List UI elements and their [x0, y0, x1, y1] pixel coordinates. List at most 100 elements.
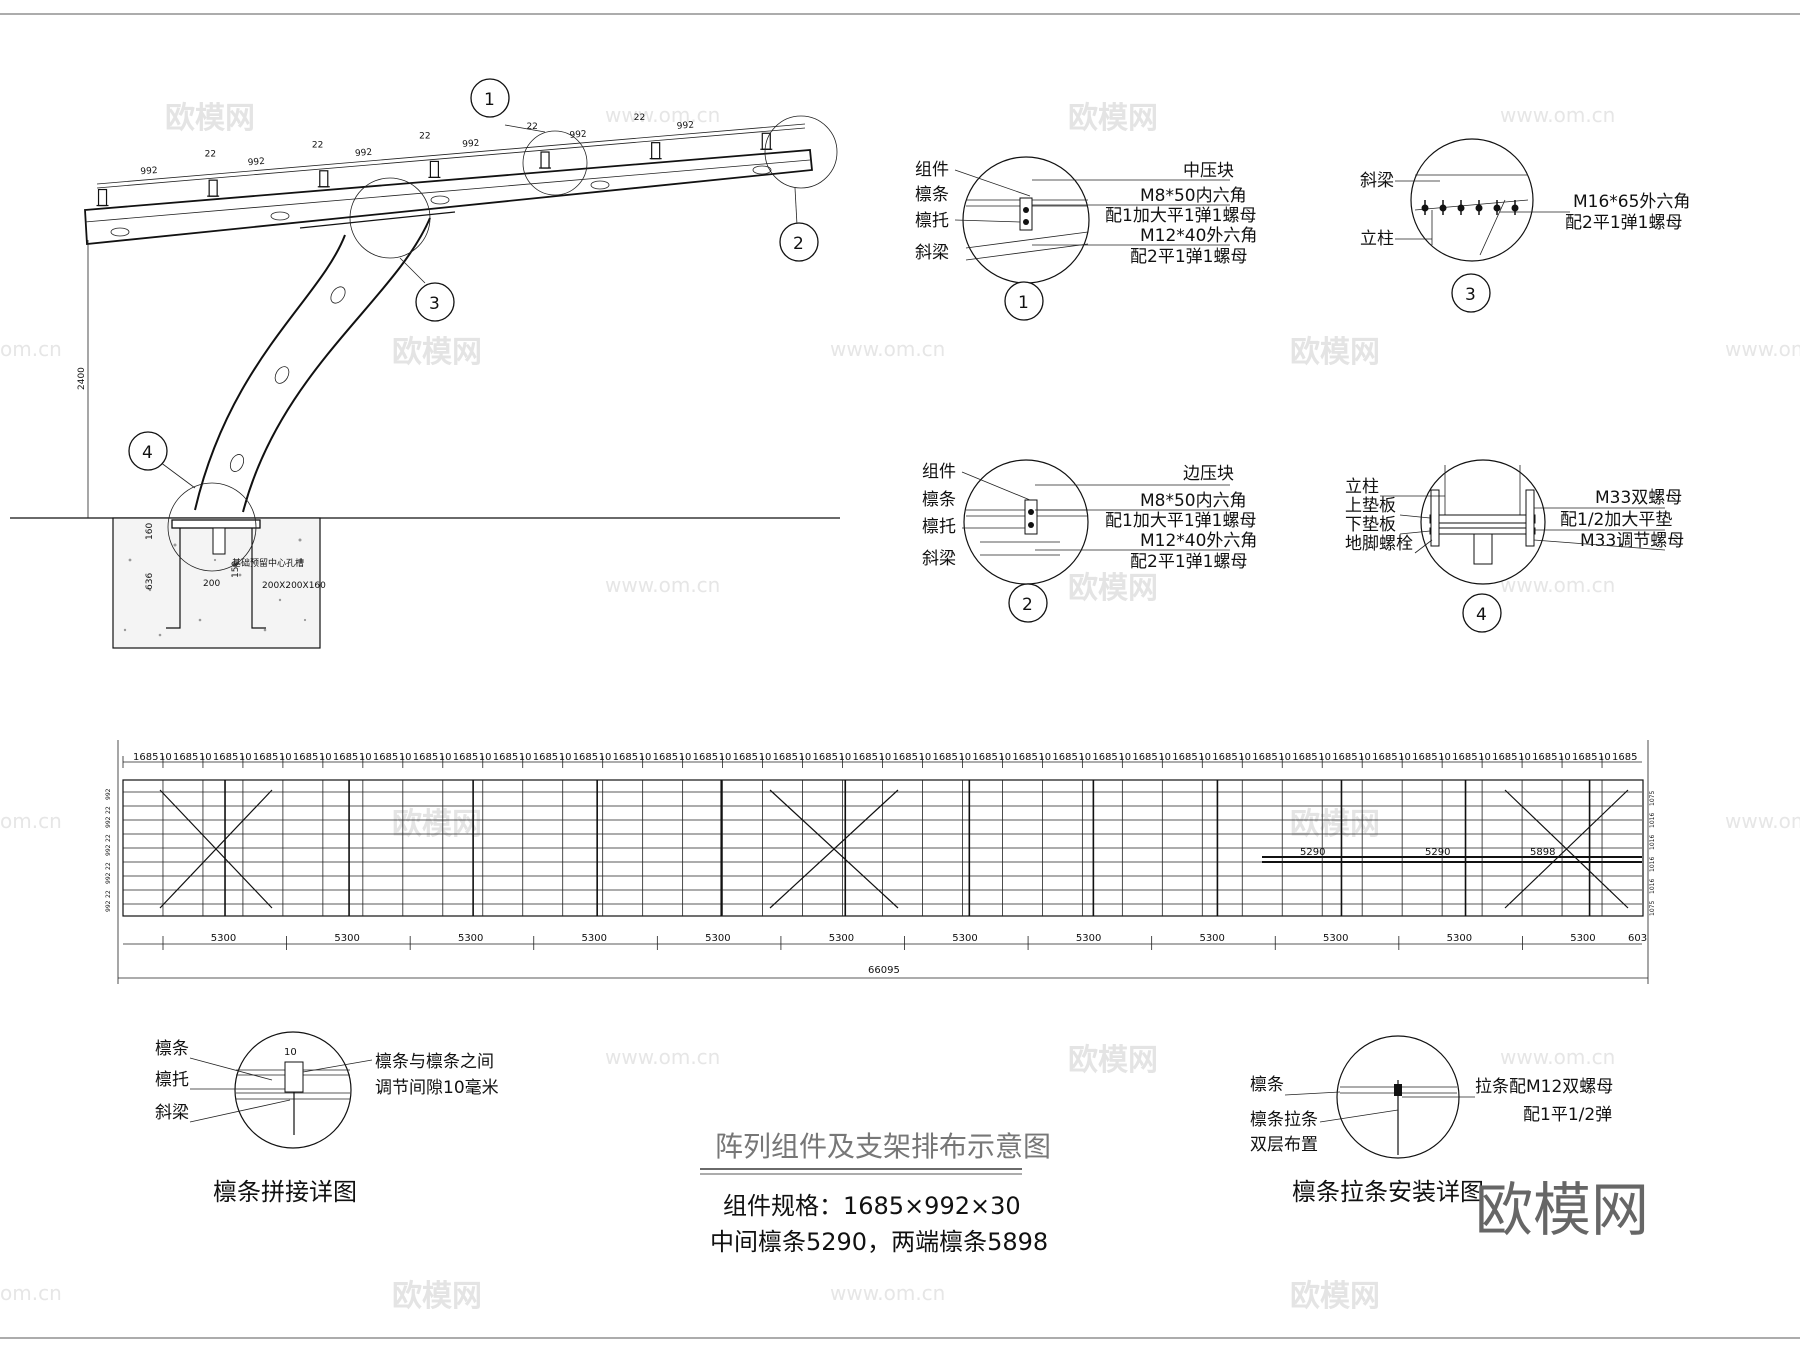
bolt-icon	[1023, 219, 1029, 225]
label-column: 立柱	[1360, 229, 1394, 249]
callout-bubble	[1004, 281, 1044, 321]
bay-dim: 5300	[1199, 933, 1224, 944]
watermark-site: om.cn	[0, 337, 62, 361]
bolt-icon	[1511, 204, 1519, 212]
detail-4: 立柱 上垫板 下垫板 地脚螺栓 M33双螺母 配1/2加大平垫 M33调节螺母 …	[1345, 459, 1684, 633]
watermark-site: www.om.cn	[605, 103, 720, 127]
bay-dim: 5300	[1323, 933, 1348, 944]
label-washer-spec: 配2平1弹1螺母	[1130, 552, 1247, 572]
row-dim: 22	[105, 834, 112, 842]
module-dim: 1685	[773, 752, 798, 763]
gap-dim: 10	[759, 752, 772, 763]
callout-bubble	[1451, 273, 1491, 313]
gap-dim: 10	[1358, 752, 1371, 763]
label-purlin: 檩条	[1250, 1075, 1284, 1095]
label-washer-spec: 配2平1弹1螺母	[1130, 247, 1247, 267]
gap-dim: 10	[1278, 752, 1291, 763]
dim-150: 150	[231, 561, 241, 578]
gap-dim: 10	[839, 752, 852, 763]
gap-dim: 10	[359, 752, 372, 763]
module-dim: 1685	[1332, 752, 1357, 763]
anchor-bolt	[1525, 489, 1535, 547]
leader	[954, 219, 1021, 223]
leader	[159, 461, 196, 489]
splice-note: 调节间隙10毫米	[375, 1078, 499, 1098]
gap-dim: 10	[1078, 752, 1091, 763]
watermark-site: www.om.cn	[605, 573, 720, 597]
anchor-bolt	[251, 525, 266, 629]
pocket	[1473, 533, 1493, 565]
total-dim: 66095	[868, 965, 900, 976]
row-dim: 1016	[1649, 879, 1656, 894]
leader	[302, 1059, 373, 1073]
base-plate	[171, 519, 261, 529]
label-bolt-spec: M16*65外六角	[1573, 192, 1690, 212]
callout-3: 3	[415, 282, 455, 322]
bay-dim: 5300	[458, 933, 483, 944]
module-dim: 1685	[333, 752, 358, 763]
watermark-layer: 欧模网 www.om.cn 欧模网 www.om.cn om.cn 欧模网 ww…	[0, 101, 1800, 1314]
span-dim: 992	[355, 148, 373, 159]
label-lower-plate: 下垫板	[1345, 515, 1396, 535]
purlin	[429, 160, 440, 179]
module-dim: 1685	[853, 752, 878, 763]
module-dim: 1685	[972, 752, 997, 763]
callout-bubble	[415, 282, 455, 322]
row-dim: 1016	[1649, 835, 1656, 850]
module-dim: 1685	[533, 752, 558, 763]
end-dim: 603	[1628, 933, 1647, 944]
dim-line	[96, 123, 806, 185]
leader	[1399, 514, 1431, 519]
gap-dim: 10	[599, 752, 612, 763]
detail-circle	[1410, 138, 1534, 262]
row-dim: 1016	[1649, 857, 1656, 872]
row-dim: 22	[105, 806, 112, 814]
module-spec: 组件规格：1685×992×30	[723, 1192, 1021, 1220]
module-dim: 1685	[1092, 752, 1117, 763]
label-bolt-spec: M12*40外六角	[1140, 226, 1257, 246]
gap-dim: 10	[799, 752, 812, 763]
span-dim: 992	[569, 130, 587, 141]
label-module: 组件	[922, 462, 956, 482]
label-upper-plate: 上垫板	[1345, 496, 1396, 516]
label-purlin: 檩条	[915, 185, 949, 205]
side-view: 200 基础预留中心孔槽 200X200X160 160 636 150 992…	[10, 78, 840, 649]
label-anchor-bolt: 地脚螺栓	[1345, 534, 1413, 554]
module-dim: 1685	[573, 752, 598, 763]
label-purlin: 檩条	[922, 490, 956, 510]
span-dim: 992	[247, 157, 265, 168]
rafter	[84, 149, 813, 245]
bay-dim: 5300	[1076, 933, 1101, 944]
gap-dim: 22	[419, 131, 430, 141]
detail-circle-2	[764, 115, 838, 189]
row-dim: 992	[105, 816, 112, 828]
module-dim: 1685	[1532, 752, 1557, 763]
leader	[794, 187, 798, 226]
dim-636: 636	[145, 573, 155, 590]
rafter-line	[980, 541, 1060, 556]
gap-dim: 10	[479, 752, 492, 763]
gap-dim: 10	[1118, 752, 1131, 763]
brace-title: 檩条拉条安装详图	[1292, 1178, 1484, 1206]
module-dim: 1685	[293, 752, 318, 763]
leader	[961, 471, 1031, 501]
leader	[1533, 539, 1666, 551]
gap-dim: 10	[1478, 752, 1491, 763]
label-purlin-bracket: 檩托	[915, 211, 949, 231]
gap-dim: 10	[1238, 752, 1251, 763]
module-dim: 1685	[932, 752, 957, 763]
dim-160: 160	[145, 523, 155, 540]
bay-dim: 5300	[829, 933, 854, 944]
column-left-edge	[194, 234, 346, 511]
callout-2: 2	[779, 222, 819, 262]
column-right-edge	[242, 217, 431, 513]
splice-note: 檩条与檩条之间	[375, 1052, 494, 1072]
bolt-row	[1421, 200, 1519, 215]
module-dim: 1685	[253, 752, 278, 763]
label-washer-spec: 配1加大平1弹1螺母	[1105, 511, 1256, 531]
span-dim: 992	[676, 120, 694, 131]
watermark-site: www.om.cn	[1725, 337, 1800, 361]
bay-dim: 5300	[952, 933, 977, 944]
leader	[1399, 530, 1431, 535]
row-dim: 22	[105, 890, 112, 898]
